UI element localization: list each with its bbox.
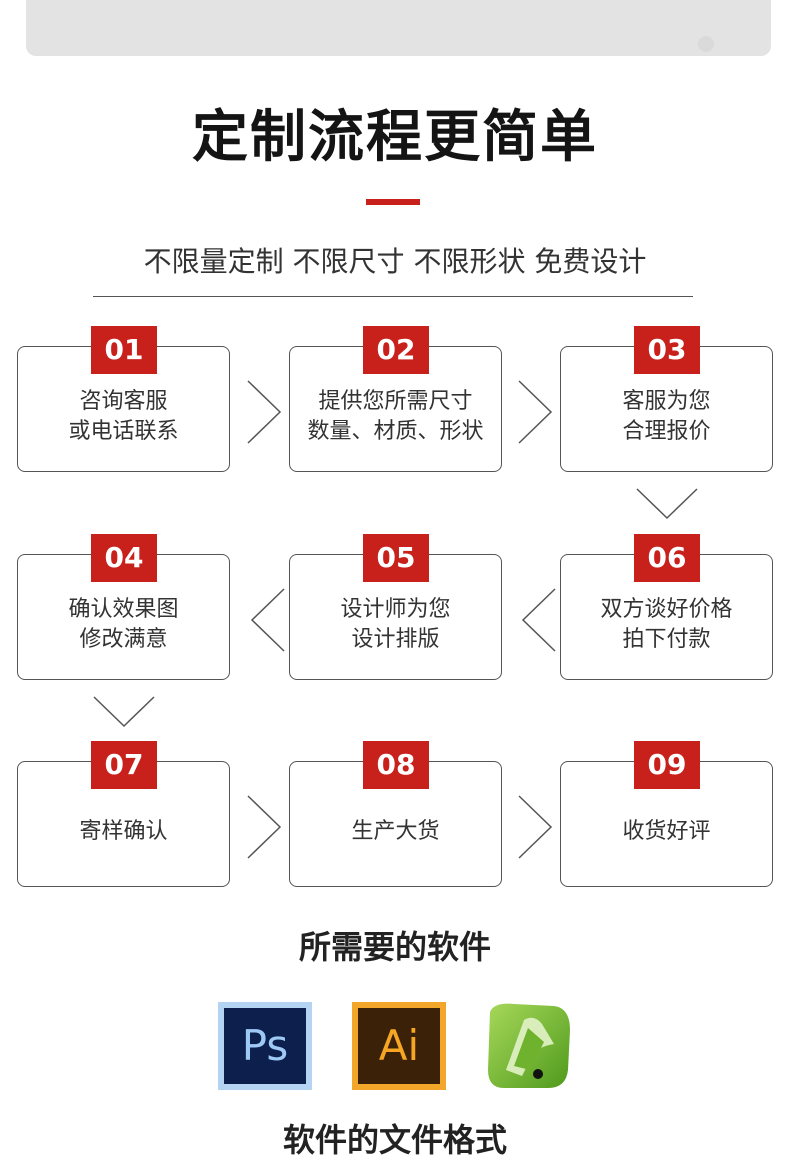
step-text: 客服为您 合理报价 — [565, 387, 768, 447]
step-line-2: 修改满意 — [79, 627, 168, 652]
arrow-left-icon — [515, 585, 559, 655]
step-text: 确认效果图 修改满意 — [22, 595, 225, 655]
step-card-05: 05 设计师为您 设计排版 — [289, 534, 502, 680]
photoshop-icon-label: Ps — [224, 1008, 306, 1084]
step-line-1: 客服为您 — [622, 389, 711, 414]
step-number: 02 — [363, 326, 429, 374]
arrow-right-icon — [244, 792, 288, 862]
step-number: 07 — [91, 741, 157, 789]
step-text: 咨询客服 或电话联系 — [22, 387, 225, 447]
step-line-1: 咨询客服 — [79, 389, 168, 414]
step-line-1: 提供您所需尺寸 — [318, 389, 473, 414]
step-line-2: 或电话联系 — [68, 419, 179, 444]
step-line-2: 拍下付款 — [622, 627, 711, 652]
title-accent-line — [366, 199, 420, 205]
step-text: 提供您所需尺寸 数量、材质、形状 — [294, 387, 497, 447]
top-banner-bar — [26, 0, 771, 56]
photoshop-icon: Ps — [218, 1002, 312, 1090]
illustrator-icon-label: Ai — [358, 1008, 440, 1084]
step-line-1: 收货好评 — [622, 819, 711, 844]
arrow-down-icon — [634, 486, 700, 522]
step-number: 08 — [363, 741, 429, 789]
step-line-1: 设计师为您 — [340, 597, 451, 622]
subtitle-divider — [93, 296, 693, 297]
page-subtitle: 不限量定制 不限尺寸 不限形状 免费设计 — [143, 245, 647, 278]
step-text: 寄样确认 — [22, 802, 225, 862]
step-number: 03 — [634, 326, 700, 374]
arrow-right-icon — [515, 377, 559, 447]
step-line-2: 设计排版 — [351, 627, 440, 652]
step-card-06: 06 双方谈好价格 拍下付款 — [560, 534, 773, 680]
step-number: 06 — [634, 534, 700, 582]
decorative-dot — [698, 36, 714, 52]
step-line-1: 确认效果图 — [68, 597, 179, 622]
software-section-title: 所需要的软件 — [298, 928, 491, 966]
step-number: 01 — [91, 326, 157, 374]
step-card-07: 07 寄样确认 — [17, 741, 230, 887]
arrow-left-icon — [244, 585, 288, 655]
coreldraw-icon — [484, 1000, 574, 1092]
step-card-08: 08 生产大货 — [289, 741, 502, 887]
formats-section-title: 软件的文件格式 — [282, 1121, 507, 1159]
arrow-right-icon — [515, 792, 559, 862]
page-title: 定制流程更简单 — [192, 105, 598, 170]
arrow-down-icon — [91, 694, 157, 730]
step-text: 双方谈好价格 拍下付款 — [565, 595, 768, 655]
step-card-04: 04 确认效果图 修改满意 — [17, 534, 230, 680]
step-line-1: 生产大货 — [351, 819, 440, 844]
step-card-02: 02 提供您所需尺寸 数量、材质、形状 — [289, 326, 502, 472]
step-text: 生产大货 — [294, 802, 497, 862]
step-card-09: 09 收货好评 — [560, 741, 773, 887]
step-line-1: 双方谈好价格 — [600, 597, 733, 622]
step-card-01: 01 咨询客服 或电话联系 — [17, 326, 230, 472]
step-text: 设计师为您 设计排版 — [294, 595, 497, 655]
step-number: 09 — [634, 741, 700, 789]
step-line-2: 数量、材质、形状 — [307, 419, 484, 444]
step-number: 04 — [91, 534, 157, 582]
step-number: 05 — [363, 534, 429, 582]
step-line-2: 合理报价 — [622, 419, 711, 444]
step-text: 收货好评 — [565, 802, 768, 862]
step-line-1: 寄样确认 — [79, 819, 168, 844]
arrow-right-icon — [244, 377, 288, 447]
illustrator-icon: Ai — [352, 1002, 446, 1090]
step-card-03: 03 客服为您 合理报价 — [560, 326, 773, 472]
